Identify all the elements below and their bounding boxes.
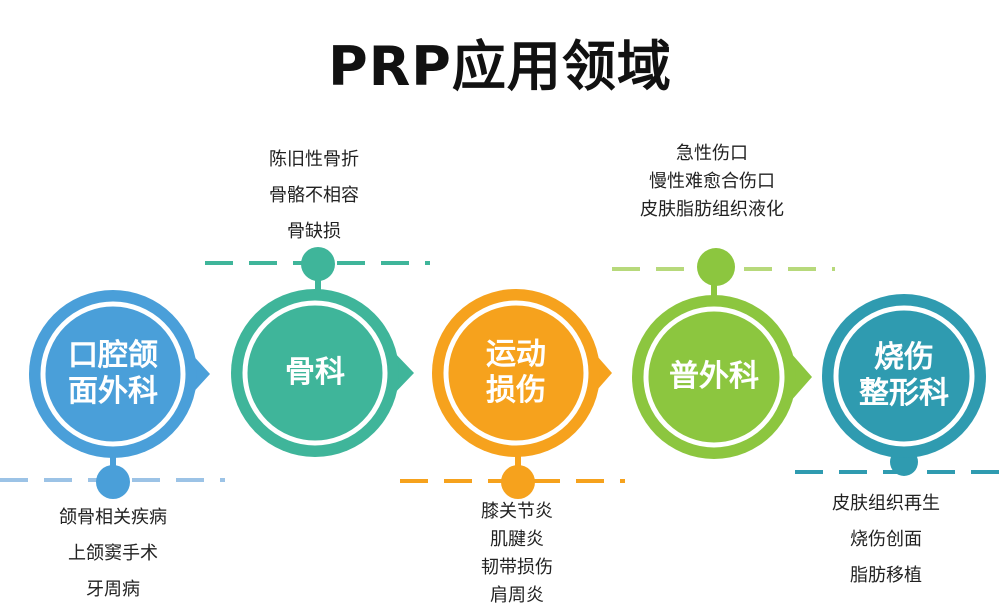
node-ring-3 (432, 289, 600, 457)
node-label-sports-line1: 运动 (486, 337, 546, 372)
node-general-surgery (612, 248, 835, 459)
arrow-pointer-4 (790, 352, 812, 402)
node-ring-4 (632, 295, 796, 459)
node-orthopedics (205, 247, 430, 457)
item-list-sports: 膝关节炎 肌腱炎 韧带损伤 肩周炎 (407, 498, 627, 610)
list-item: 皮肤脂肪组织液化 (640, 199, 784, 220)
page-title: PRP应用领域 (328, 35, 672, 98)
node-ring-2 (231, 289, 399, 457)
item-list-ortho: 陈旧性骨折 骨骼不相容 骨缺损 (204, 142, 424, 250)
list-item: 陈旧性骨折 (269, 149, 359, 170)
node-label-general: 普外科 (654, 359, 774, 395)
item-list-general: 急性伤口 慢性难愈合伤口 皮肤脂肪组织液化 (602, 140, 822, 224)
node-label-oral-line1: 口腔颌 (68, 338, 158, 373)
list-item: 上颌窦手术 (68, 543, 158, 564)
node-ring-inner-1 (40, 301, 186, 447)
list-item: 韧带损伤 (481, 557, 553, 578)
node-label-sports-line2: 损伤 (486, 373, 546, 408)
node-sports-injury (400, 289, 625, 499)
connector-dot-4 (697, 248, 735, 286)
list-item: 皮肤组织再生 (832, 493, 940, 514)
node-ring-5 (822, 294, 986, 458)
node-oral-maxillofacial (0, 290, 225, 499)
node-label-oral-line2: 面外科 (68, 374, 158, 409)
node-label-sports: 运动 损伤 (456, 337, 576, 409)
item-list-oral: 颌骨相关疾病 上颌窦手术 牙周病 (3, 500, 223, 608)
list-item: 牙周病 (86, 579, 140, 600)
connector-dot-2 (301, 247, 335, 281)
list-item: 烧伤创面 (850, 529, 922, 550)
node-label-oral: 口腔颌 面外科 (53, 338, 173, 410)
node-burn-plastic (795, 294, 1000, 476)
list-item: 脂肪移植 (850, 565, 922, 586)
node-ring-inner-2 (242, 300, 388, 446)
list-item: 急性伤口 (676, 143, 748, 164)
node-label-ortho: 骨科 (255, 355, 375, 391)
item-list-burn: 皮肤组织再生 烧伤创面 脂肪移植 (776, 486, 996, 594)
node-label-burn-line2: 整形科 (859, 376, 949, 411)
node-label-burn: 烧伤 整形科 (844, 340, 964, 412)
node-ring-inner-4 (643, 306, 785, 448)
node-label-general-line1: 普外科 (669, 359, 759, 394)
list-item: 骨缺损 (287, 221, 341, 242)
list-item: 肩周炎 (490, 585, 544, 606)
list-item: 颌骨相关疾病 (59, 507, 167, 528)
node-ring-inner-3 (443, 300, 589, 446)
node-label-burn-line1: 烧伤 (874, 340, 934, 375)
list-item: 慢性难愈合伤口 (649, 171, 775, 192)
connector-dot-1 (96, 465, 130, 499)
connector-dot-3 (501, 465, 535, 499)
list-item: 骨骼不相容 (269, 185, 359, 206)
node-ring-inner-5 (833, 305, 975, 447)
list-item: 肌腱炎 (490, 529, 544, 550)
node-ring-1 (29, 290, 197, 458)
list-item: 膝关节炎 (481, 501, 553, 522)
node-label-ortho-line1: 骨科 (285, 355, 345, 390)
